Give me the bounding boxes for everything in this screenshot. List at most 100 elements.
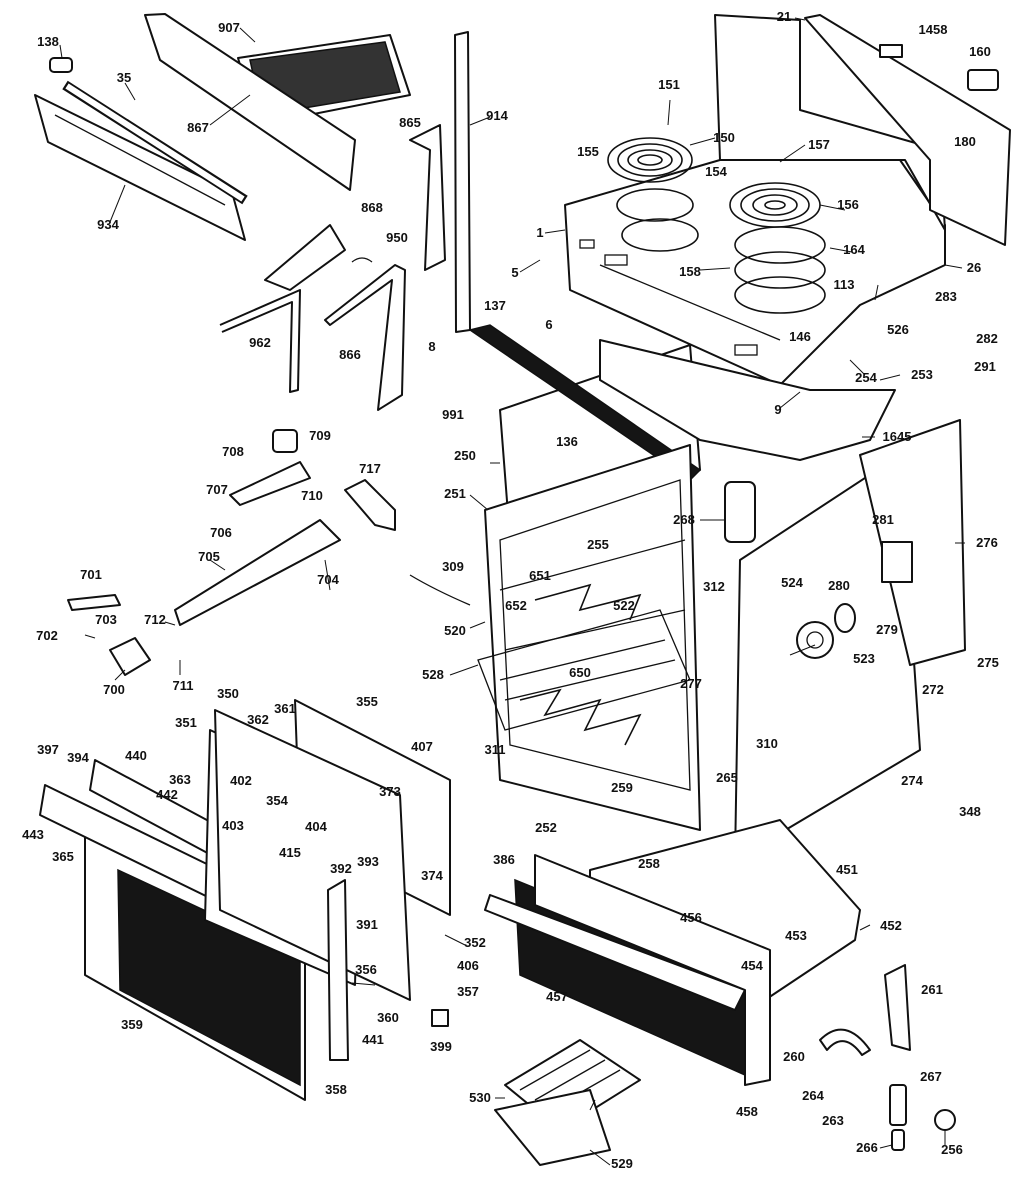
label-21: 21	[776, 9, 792, 24]
label-457: 457	[546, 989, 568, 1004]
label-261: 261	[921, 982, 943, 997]
label-348: 348	[959, 804, 981, 819]
label-6: 6	[545, 317, 553, 332]
bracket-865	[409, 124, 446, 271]
label-702: 702	[36, 628, 58, 643]
switch-1458	[879, 44, 903, 58]
leg-267	[889, 1084, 907, 1126]
label-452: 452	[880, 918, 902, 933]
hinge-705	[174, 519, 341, 626]
label-265: 265	[716, 770, 738, 785]
label-282: 282	[976, 331, 998, 346]
label-456: 456	[680, 910, 702, 925]
label-180: 180	[954, 134, 976, 149]
label-253: 253	[911, 367, 933, 382]
label-1458: 1458	[918, 22, 948, 37]
oven-liner-520	[484, 444, 701, 831]
label-866: 866	[339, 347, 361, 362]
label-451: 451	[836, 862, 858, 877]
label-275: 275	[977, 655, 999, 670]
label-251: 251	[444, 486, 466, 501]
drawer-panel-458	[534, 854, 771, 1086]
label-263: 263	[822, 1113, 844, 1128]
label-280: 280	[828, 578, 850, 593]
label-146: 146	[789, 329, 811, 344]
label-708: 708	[222, 444, 244, 459]
label-704: 704	[317, 572, 339, 587]
label-386: 386	[493, 852, 515, 867]
vertical-trim-914	[454, 31, 471, 333]
door-seal-441	[327, 879, 349, 1061]
label-399: 399	[430, 1039, 452, 1054]
label-700: 700	[103, 682, 125, 697]
lamp-socket-280	[834, 603, 856, 633]
trim-strip-136	[468, 324, 702, 481]
label-256: 256	[941, 1142, 963, 1157]
label-443: 443	[22, 827, 44, 842]
broil-element-652	[534, 583, 642, 621]
label-113: 113	[833, 277, 855, 292]
bracket-281	[881, 541, 913, 583]
label-155: 155	[577, 144, 599, 159]
label-266: 266	[856, 1140, 878, 1155]
label-164: 164	[843, 242, 865, 257]
label-365: 365	[52, 849, 74, 864]
label-520: 520	[444, 623, 466, 638]
label-5: 5	[511, 265, 519, 280]
bracket-866	[324, 264, 406, 411]
label-267: 267	[920, 1069, 942, 1084]
label-1: 1	[536, 225, 544, 240]
label-311: 311	[484, 742, 506, 757]
label-260: 260	[783, 1049, 805, 1064]
label-404: 404	[305, 819, 327, 834]
label-1645: 1645	[882, 429, 912, 444]
bracket-707	[229, 461, 311, 506]
label-277: 277	[680, 676, 702, 691]
label-950: 950	[386, 230, 408, 245]
door-liner-350	[214, 709, 411, 1001]
bottom-panel-253	[599, 339, 896, 461]
label-454: 454	[741, 958, 763, 973]
spring-309	[409, 574, 471, 606]
label-356: 356	[355, 962, 377, 977]
label-706: 706	[210, 525, 232, 540]
label-358: 358	[325, 1082, 347, 1097]
latch-261	[884, 964, 911, 1051]
label-865: 865	[399, 115, 421, 130]
label-934: 934	[97, 217, 119, 232]
bracket-962	[219, 289, 301, 393]
surface-burner-156	[729, 182, 826, 314]
switch-709	[272, 429, 298, 453]
label-264: 264	[802, 1088, 824, 1103]
label-528: 528	[422, 667, 444, 682]
label-868: 868	[361, 200, 383, 215]
label-701: 701	[80, 567, 102, 582]
label-394: 394	[67, 750, 89, 765]
label-867: 867	[187, 120, 209, 135]
label-407: 407	[411, 739, 433, 754]
oven-rack-528	[477, 609, 691, 731]
label-310: 310	[756, 736, 778, 751]
label-651: 651	[529, 568, 551, 583]
label-710: 710	[301, 488, 323, 503]
label-359: 359	[121, 1017, 143, 1032]
label-361: 361	[274, 701, 296, 716]
label-440: 440	[125, 748, 147, 763]
label-373: 373	[379, 784, 401, 799]
label-354: 354	[266, 793, 288, 808]
label-402: 402	[230, 773, 252, 788]
label-524: 524	[781, 575, 803, 590]
lamp-holder-138	[49, 57, 73, 73]
label-703: 703	[95, 612, 117, 627]
label-360: 360	[377, 1010, 399, 1025]
label-160: 160	[969, 44, 991, 59]
label-150: 150	[713, 130, 735, 145]
label-309: 309	[442, 559, 464, 574]
label-357: 357	[457, 984, 479, 999]
foot-266	[891, 1129, 905, 1151]
label-709: 709	[309, 428, 331, 443]
label-254: 254	[855, 370, 877, 385]
bracket-868	[264, 224, 346, 291]
clip-950	[351, 257, 373, 263]
